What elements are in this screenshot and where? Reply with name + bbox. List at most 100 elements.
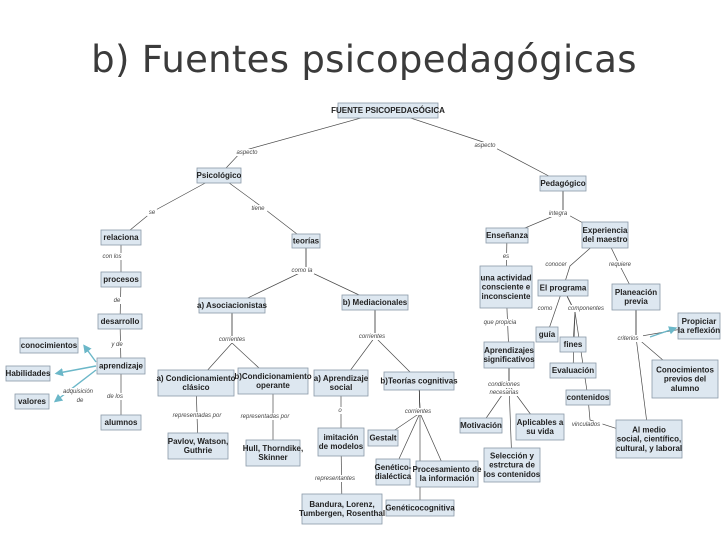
node-label: b)Condicionamiento [234,372,311,381]
link-label-bg [472,142,498,149]
link-label: vinculados [572,422,600,428]
link-label-bg [104,393,126,400]
node-label: previa [624,297,648,306]
node-box [677,312,721,340]
link-label-bg [336,407,344,414]
node-label: Bandura, Lorenz, [309,500,374,509]
concept-node-evaluacion: Evaluación [549,362,597,379]
link-label: corrientes [219,337,245,343]
link-label-bg [248,205,268,212]
link-label: como [538,306,553,312]
concept-node-bandura: Bandura, Lorenz,Tumbergen, Rosenthal [299,493,385,525]
arrow-line [649,326,678,338]
arrow-line [54,365,97,377]
link-label: es [503,254,509,260]
node-label: cultural, y laboral [616,444,682,453]
node-label: FUENTE PSICOPEDAGÓGICA [331,106,445,115]
node-box [415,460,479,488]
node-label: Genético- [375,463,412,472]
link-label-bg [537,305,553,312]
node-label: Experiencia [583,226,628,235]
concept-node-relaciona: relaciona [100,229,142,246]
node-label: social, científico, [617,435,681,444]
connector-line [305,241,376,303]
node-box [615,419,683,459]
node-label: inconsciente [482,292,531,301]
node-label: valores [18,397,47,406]
link-label: conocer [545,262,567,268]
node-label: teorías [293,237,320,246]
node-box [367,429,399,447]
link-label-bg [234,149,260,156]
node-box [317,427,365,457]
arrow-line [83,344,97,363]
concept-node-peda: Pedagógico [539,175,587,192]
node-box [483,341,535,369]
node-label: Propiciar [682,317,717,326]
node-box [383,371,455,391]
link-label-bg [312,475,358,482]
node-box [97,313,143,330]
concept-node-root: FUENTE PSICOPEDAGÓGICA [331,102,445,119]
node-label: clásico [182,383,209,392]
node-label: social [330,383,353,392]
concept-node-valores: valores [14,393,50,410]
link-label: como la [291,268,313,274]
node-box [515,413,565,441]
node-box [100,229,142,246]
concept-node-hull: Hull, Thorndike,Skinner [243,439,303,467]
concept-node-ensenanza: Enseñanza [485,227,529,244]
node-label: operante [256,381,290,390]
link-label: aspecto [236,150,258,156]
node-label: su vida [526,427,554,436]
node-label: Motivación [460,421,502,430]
link-label: con los [102,254,121,260]
link-label-bg [612,335,644,342]
link-label-bg [568,305,604,312]
link-label-bg [75,397,85,404]
concept-node-motivacion: Motivación [459,417,503,434]
node-box [157,369,235,397]
concept-node-programa: El programa [537,279,589,297]
link-label: adquisición [63,389,94,395]
node-label: fines [564,340,583,349]
node-box [485,227,529,244]
link-label: de [77,398,84,404]
node-box [581,221,629,249]
connector-line [418,380,421,508]
link-label: corrientes [359,334,385,340]
node-box [539,175,587,192]
node-box [459,417,503,434]
node-box [19,337,79,354]
concept-node-conocimientos: conocimientos [19,337,79,354]
node-box [611,283,661,311]
concept-node-aprendizaje: aprendizaje [96,357,146,375]
node-label: Planeación [615,288,657,297]
node-label: la reflexión [678,326,720,335]
link-label: aspecto [474,143,496,149]
node-box [535,326,559,343]
node-box [291,233,321,249]
node-label: significativos [483,355,535,364]
concept-node-psico: Psicológico [197,167,242,184]
link-label: tiene [251,206,265,212]
link-label: condiciones [488,382,520,388]
node-label: una actividad [480,273,531,282]
connector-line [562,287,576,345]
node-label: Skinner [258,453,287,462]
concept-node-habilidades: Habilidades [6,365,51,382]
node-box [483,447,541,483]
concept-node-alumnos: alumnos [100,414,142,431]
node-label: guía [539,330,556,339]
node-label: Procesamiento de [413,465,482,474]
node-label: del maestro [583,235,628,244]
node-label: b) Mediacionales [343,298,408,307]
concept-node-fines: fines [559,336,587,353]
node-label: Selección y [490,451,535,460]
node-label: dialéctica [375,472,412,481]
concept-node-medi: b) Mediacionales [341,294,409,311]
node-label: contenidos [567,393,610,402]
node-label: Guthrie [184,446,213,455]
